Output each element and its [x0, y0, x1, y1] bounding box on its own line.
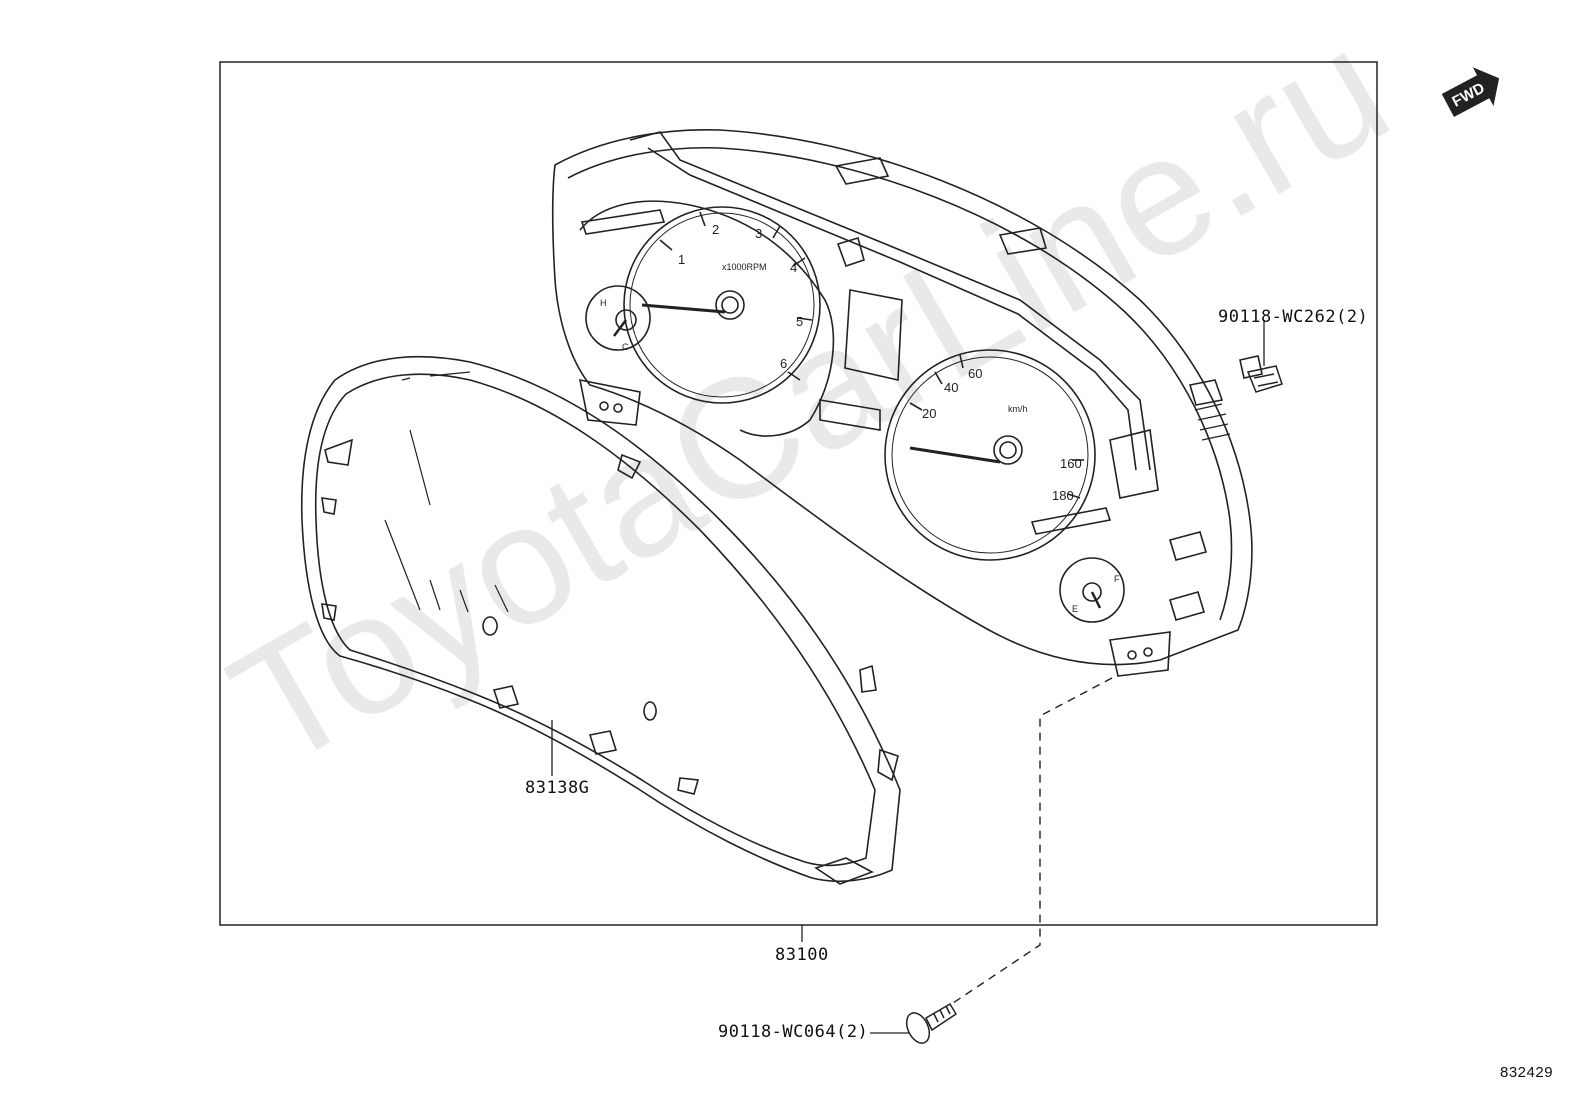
- speed-tick: 60: [968, 366, 982, 381]
- screw-installation-path: [949, 677, 1113, 1006]
- assembly-frame: [219, 61, 1378, 926]
- speed-tick: 180: [1052, 488, 1074, 503]
- temperature-gauge: H C: [585, 285, 651, 352]
- tach-tick: 5: [796, 314, 803, 329]
- temp-cold-label: C: [622, 342, 629, 352]
- tachometer-dial: 1 2 3 4 5 6 x1000RPM: [641, 211, 813, 381]
- drawing-number: 832429: [1500, 1064, 1554, 1081]
- tach-tick: 3: [755, 226, 762, 241]
- tach-tick: 1: [678, 252, 685, 267]
- clip-part-icon: [1246, 365, 1283, 393]
- fuel-full-label: F: [1114, 574, 1120, 584]
- speedometer-dial: 20 40 60 160 180 km/h: [909, 354, 1084, 503]
- meter-glass-part: [300, 355, 901, 885]
- speed-tick: 160: [1060, 456, 1082, 471]
- tach-tick: 4: [790, 260, 797, 275]
- tach-unit: x1000RPM: [722, 262, 767, 272]
- speed-tick: 20: [922, 406, 936, 421]
- tach-tick: 6: [780, 356, 787, 371]
- temp-hot-label: H: [600, 298, 607, 308]
- combination-meter-part: 1 2 3 4 5 6 x1000RPM H C: [551, 128, 1263, 677]
- speed-unit: km/h: [1008, 404, 1028, 414]
- fuel-empty-label: E: [1072, 604, 1078, 614]
- part-label-upper-clip: 90118-WC262(2): [1218, 307, 1369, 327]
- screw-part-icon: [905, 1002, 958, 1044]
- part-label-meter-glass: 83138G: [525, 778, 590, 798]
- part-label-screw: 90118-WC064(2): [718, 1022, 869, 1042]
- part-label-combination-meter: 83100: [775, 945, 829, 965]
- speed-tick: 40: [944, 380, 958, 395]
- fwd-arrow-icon: FWD: [1441, 67, 1500, 117]
- tach-tick: 2: [712, 222, 719, 237]
- fuel-gauge: E F: [1059, 557, 1125, 623]
